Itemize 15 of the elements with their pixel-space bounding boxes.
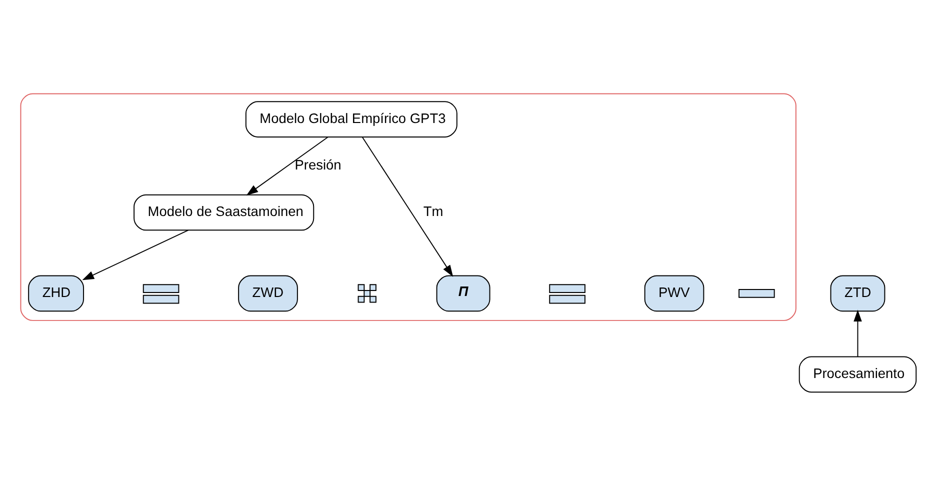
node-box: Procesamiento xyxy=(798,356,917,392)
cluster xyxy=(20,92,796,320)
arrow xyxy=(854,309,862,357)
node-box: PWV xyxy=(644,274,704,312)
edge-label: Presión xyxy=(294,157,342,172)
node-box: ZTD xyxy=(830,274,886,312)
node-box: ZHD xyxy=(28,274,84,312)
arrow xyxy=(362,136,454,276)
node-box: Modelo Global Empírico GPT3 xyxy=(245,100,458,137)
arrow xyxy=(82,229,189,280)
node-box: Modelo de Saastamoinen xyxy=(134,194,314,230)
edge-label: Tm xyxy=(423,204,444,219)
arrow xyxy=(246,136,328,195)
node-box: ZWD xyxy=(238,274,298,312)
node-box: Π xyxy=(436,274,490,312)
